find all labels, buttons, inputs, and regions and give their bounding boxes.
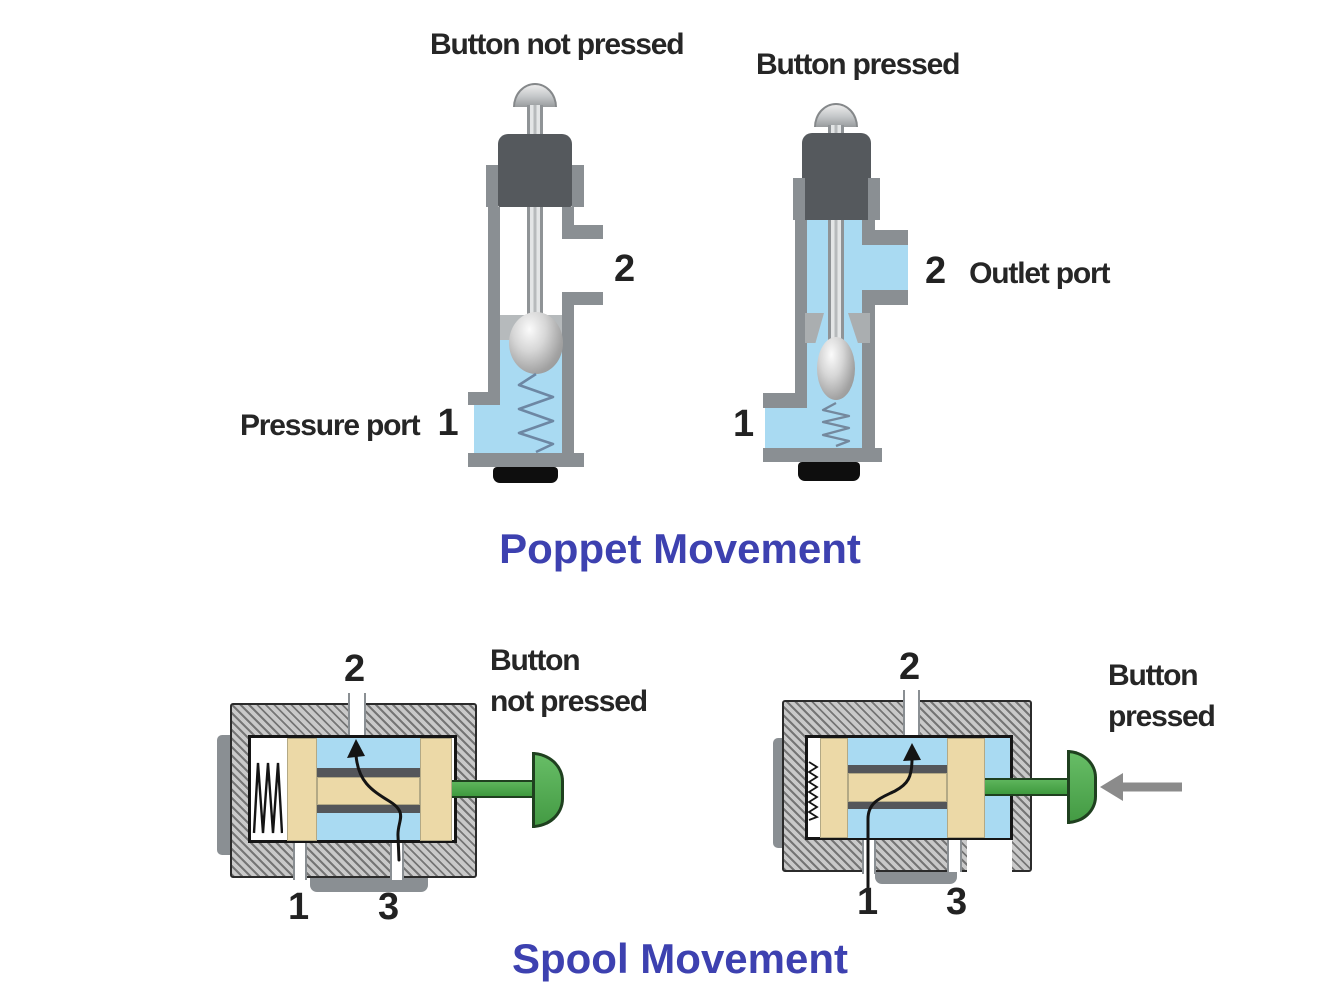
body-floor [763,448,882,462]
body-wall-left [488,207,500,392]
spool-right-port3-number: 3 [946,881,967,923]
spool-valve-pressed [770,645,1240,940]
poppet-ball [817,337,855,400]
button-stem [828,125,844,135]
upper-fluid-passage [848,738,947,765]
pressure-port-text: Pressure port [240,409,421,442]
poppet-ball [509,312,563,374]
push-arrow-icon [1100,773,1182,801]
spool-shaft [848,773,947,802]
port2-ledge-top [562,225,603,239]
port2-ledge-bottom [862,290,908,305]
spool-right-port1-number: 1 [857,881,878,923]
poppet-stem [828,220,844,340]
port2-slot [348,693,366,739]
port1-fluid [765,408,807,448]
port3-slot [390,843,404,880]
poppet-left-port2-number: 2 [614,248,635,290]
poppet-section-title: Poppet Movement [499,525,861,572]
body-wall-right-lower [562,305,574,453]
state-line2: not pressed [490,685,648,718]
compressed-spool-spring-icon [807,761,819,821]
spool-shaft [317,777,420,805]
body-floor [468,453,584,467]
poppet-pressed-label: Button pressed [756,48,960,81]
spool-land-left [820,738,848,838]
spool-left-port2-number: 2 [344,648,365,690]
base-tab [310,876,428,892]
button-stem [527,105,543,136]
body-wall-right-upper [862,220,875,230]
valve-base [493,467,558,483]
body-shoulder-left [793,178,805,220]
outlet-port-text: Outlet port [969,257,1110,290]
spool-shaft-edge-bottom [848,802,947,809]
poppet-valve-pressed [760,95,1010,495]
button-dome-cap [513,83,557,107]
spool-shaft-edge-top [848,765,947,773]
poppet-stem [527,207,543,315]
port2-outlet-fluid [862,245,908,290]
port2-ledge-bottom [562,292,603,305]
poppet-right-port2-number: 2 [925,250,946,292]
lower-fluid-passage [848,809,947,838]
compressed-spring-icon [821,401,851,448]
spool-left-port3-number: 3 [378,886,399,928]
return-spring-icon [517,372,555,454]
button-block [802,133,871,220]
spool-pressed-label: Button pressed [1108,655,1216,737]
port2-slot [903,690,920,738]
base-tab [875,870,957,884]
port1-ledge [468,392,500,405]
port1-fluid [474,405,500,453]
spool-section-title: Spool Movement [511,935,849,982]
port2-ledge-top [862,230,908,245]
pressure-port-label: Pressure port 1 [240,402,459,446]
spool-valve-not-pressed [215,645,680,940]
button-rod [985,778,1069,796]
body-wall-right-upper [562,207,574,225]
body-shoulder-right [868,178,880,220]
body-wall-left [795,220,807,393]
body-shoulder-left [486,165,498,207]
button-dome-cap [814,103,858,127]
poppet-valve-not-pressed [462,80,692,490]
spool-land-right [420,738,452,841]
state-line1: Button [1108,659,1199,692]
valve-base [798,462,860,481]
casing-notch [967,840,1012,872]
flow-arrow-icon [866,743,921,889]
port1-slot [293,843,307,880]
button-rod [452,780,534,798]
spool-shaft-edge-bottom [317,805,420,813]
spool-left-port1-number: 1 [288,886,309,928]
spool-spring-icon [252,762,283,834]
state-line2: pressed [1108,700,1216,733]
upper-fluid-passage [317,738,420,768]
spool-land-right [947,738,985,838]
state-line1: Button [490,644,581,677]
button-block [498,134,572,207]
port1-ledge [763,393,807,408]
lower-fluid-passage [317,813,420,840]
poppet-not-pressed-label: Button not pressed [430,28,685,61]
flow-arrow-icon [347,739,403,862]
port3-slot [947,840,962,872]
spool-right-port2-number: 2 [899,646,920,688]
body-shoulder-right [572,165,584,207]
spool-land-left [287,738,317,841]
outlet-port-label: 2 Outlet port [925,250,1110,294]
button-cap [1067,750,1097,824]
poppet-left-port1-number: 1 [437,402,458,444]
spool-not-pressed-label: Button not pressed [490,640,648,722]
button-cap [532,752,564,828]
spool-shaft-edge-top [317,768,420,777]
poppet-right-port1-number: 1 [733,403,754,445]
